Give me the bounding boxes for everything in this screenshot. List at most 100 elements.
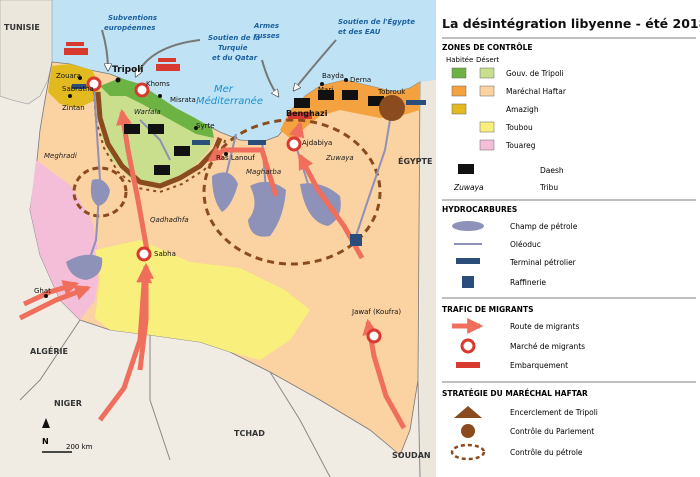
label-tripoli: Tripoli xyxy=(112,65,143,75)
zone-swatch-desert xyxy=(479,85,495,97)
oil-control-east xyxy=(202,118,382,266)
map-title: La désintégration libyenne - été 2018 xyxy=(442,16,700,31)
label-benghazi: Benghazi xyxy=(286,109,328,118)
legend-refinery-icon xyxy=(462,276,474,288)
label-sea-1: Mer xyxy=(214,84,234,95)
label-misrata: Misrata xyxy=(170,96,196,104)
scale-bar: N 200 km xyxy=(42,418,93,453)
legend-refinery-label: Raffinerie xyxy=(510,278,546,287)
annotation-armes-2: russes xyxy=(254,32,280,40)
label-ras-lanouf: Ras Lanouf xyxy=(216,154,255,162)
legend-oilfield-label: Champ de pétrole xyxy=(510,222,578,231)
oilfield-west xyxy=(90,179,110,206)
label-tobrouk: Tobrouk xyxy=(377,88,406,96)
zone-label: Touareg xyxy=(505,141,536,150)
migrants-heading: TRAFIC DE MIGRANTS xyxy=(442,305,533,314)
zones-col-inhabited: Habitée xyxy=(446,56,473,64)
legend-daesh-icon xyxy=(458,164,474,174)
label-niger: NIGER xyxy=(54,399,82,408)
label-ajdabiya: Ajdabiya xyxy=(302,139,332,147)
legend-terminal-icon xyxy=(456,258,480,264)
label-marj: Marj xyxy=(318,86,333,94)
oilfield-southwest xyxy=(66,254,103,280)
border-lines xyxy=(19,319,421,477)
label-zouara: Zouara xyxy=(56,72,81,80)
zones-heading: ZONES DE CONTRÔLE xyxy=(442,43,533,52)
oilfield-sirte-3 xyxy=(300,183,341,226)
zone-swatch-inhabited xyxy=(451,103,467,115)
legend-daesh-label: Daesh xyxy=(540,166,564,175)
embarkation-boats xyxy=(64,42,312,119)
oilfield-sirte-1 xyxy=(212,172,238,212)
annotation-subventions-2: européennes xyxy=(104,24,155,32)
label-meghradi: Meghradi xyxy=(44,152,77,160)
annotation-egypte-2: et des EAU xyxy=(338,28,381,36)
zone-tripoli-inhabited xyxy=(100,78,214,138)
legend-pipeline-label: Oléoduc xyxy=(510,240,541,249)
label-algerie: ALGÉRIE xyxy=(30,345,68,356)
label-ghat: Ghat xyxy=(34,287,51,295)
legend-market-label: Marché de migrants xyxy=(510,342,585,351)
legend-tribe-sample: Zuwaya xyxy=(453,183,484,192)
parliament-control xyxy=(379,95,405,121)
libya-map: TUNISIE ALGÉRIE NIGER TCHAD SOUDAN ÉGYPT… xyxy=(0,0,436,477)
legend-oilfield-icon xyxy=(452,221,484,231)
legend-market-icon xyxy=(460,338,476,354)
annotation-subventions-1: Subventions xyxy=(108,14,157,22)
zone-label: Amazigh xyxy=(506,105,539,114)
haftar-encirclement-teeth xyxy=(93,91,227,194)
zone-label: Gouv. de Tripoli xyxy=(506,69,564,78)
label-jawaf: Jawaf (Koufra) xyxy=(351,308,401,316)
label-sabratha: Sabratha xyxy=(62,85,94,93)
oil-control-west xyxy=(72,166,128,218)
annotation-turquie-2: Turquie xyxy=(218,44,248,52)
label-warfala: Warfala xyxy=(134,108,161,116)
label-magharba: Magharba xyxy=(246,168,281,176)
map-legend: La désintégration libyenne - été 2018 ZO… xyxy=(436,0,700,477)
label-derna: Derna xyxy=(350,76,371,84)
label-bayda: Bayda xyxy=(322,72,344,80)
zone-touareg-desert xyxy=(30,160,100,320)
legend-terminal-label: Terminal pétrolier xyxy=(509,258,577,267)
label-syrte: Syrte xyxy=(196,122,215,130)
zone-swatch-desert xyxy=(479,67,495,79)
legend-route-label: Route de migrants xyxy=(510,322,579,331)
daesh-markers xyxy=(124,90,384,175)
label-sabha: Sabha xyxy=(154,250,176,258)
refinery-icon xyxy=(350,234,362,246)
zone-swatch-desert xyxy=(479,121,495,133)
north-label: N xyxy=(42,437,49,446)
annotation-turquie-1: Soutien de la xyxy=(208,34,260,42)
legend-oilcontrol-icon xyxy=(450,443,486,461)
label-tunisie: TUNISIE xyxy=(4,23,40,32)
egypt-land xyxy=(420,80,436,477)
legend-encirclement-label: Encerclement de Tripoli xyxy=(510,408,598,417)
zone-label: Toubou xyxy=(505,123,533,132)
label-khoms: Khoms xyxy=(146,80,170,88)
city-dots xyxy=(44,76,348,298)
migrant-markets xyxy=(86,76,382,344)
legend-boat-label: Embarquement xyxy=(510,361,568,370)
support-arrows xyxy=(101,29,337,96)
label-zuwaya: Zuwaya xyxy=(325,154,354,162)
annotation-armes-1: Armes xyxy=(253,22,279,30)
label-soudan: SOUDAN xyxy=(392,451,431,460)
zone-swatch-inhabited xyxy=(451,85,467,97)
hydro-heading: HYDROCARBURES xyxy=(442,205,517,214)
label-qadhadhfa: Qadhadhfa xyxy=(150,216,189,224)
zone-haftar-inhabited xyxy=(280,80,420,140)
zone-swatch-desert xyxy=(479,139,495,151)
zone-swatch-inhabited xyxy=(451,67,467,79)
strategy-heading: STRATÉGIE DU MARÉCHAL HAFTAR xyxy=(442,389,588,398)
label-zintan: Zintan xyxy=(62,104,85,112)
zone-label: Maréchal Haftar xyxy=(506,87,567,96)
mediterranean-sea xyxy=(0,0,436,142)
label-sea-2: Méditerranée xyxy=(196,95,263,107)
legend-oilcontrol-label: Contrôle du pétrole xyxy=(510,448,583,457)
label-egypte: ÉGYPTE xyxy=(398,155,432,166)
oil-terminals xyxy=(72,84,426,145)
label-tchad: TCHAD xyxy=(234,429,265,438)
legend-parliament-icon xyxy=(461,424,475,438)
legend-parliament-label: Contrôle du Parlement xyxy=(510,427,594,436)
annotation-egypte-1: Soutien de l'Égypte xyxy=(338,17,415,26)
